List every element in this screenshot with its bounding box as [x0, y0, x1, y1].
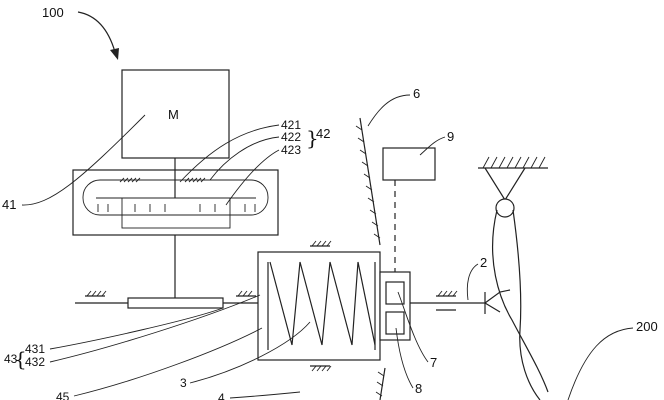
brace-42: } [306, 126, 319, 150]
sensor-block-upper [385, 281, 405, 305]
shaft-coupling [127, 297, 224, 309]
leader-41 [21, 114, 146, 206]
sensor-block-lower [385, 311, 405, 335]
leader-432 [49, 294, 261, 363]
leader-2 [466, 263, 479, 301]
leader-423 [225, 149, 280, 206]
sensor-box-9 [382, 147, 436, 181]
label-8: 8 [415, 381, 422, 396]
leader-200 [567, 327, 634, 400]
label-7: 7 [430, 355, 437, 370]
arrow-100-head [110, 48, 119, 60]
leader-8 [395, 327, 414, 389]
label-421: 421 [281, 118, 301, 132]
brace-43: { [14, 347, 27, 371]
gear-inner-box [121, 197, 231, 229]
leader-421 [179, 124, 280, 183]
label-4: 4 [218, 391, 225, 400]
label-100: 100 [42, 5, 64, 20]
cable-bearing [436, 290, 458, 311]
housing-bearing-bottom [310, 365, 332, 372]
leader-9 [419, 136, 446, 156]
leader-4 [229, 391, 301, 399]
label-2: 2 [480, 255, 487, 270]
label-42: 42 [316, 126, 330, 141]
motor-box [121, 69, 230, 159]
spring-housing [257, 251, 381, 361]
label-3: 3 [180, 376, 187, 390]
cable-200-left [491, 209, 549, 393]
leader-6 [367, 94, 411, 127]
plate-lower [375, 367, 386, 400]
pulley-wheel [495, 198, 515, 218]
label-432: 432 [25, 355, 45, 369]
cable-fork-lower [484, 302, 501, 313]
leader-422 [209, 136, 280, 181]
cable-200-right [512, 209, 541, 400]
motor-symbol: M [168, 107, 179, 122]
label-6: 6 [413, 86, 420, 101]
label-9: 9 [447, 129, 454, 144]
leader-45 [73, 327, 263, 397]
label-45: 45 [56, 390, 70, 400]
leader-3 [189, 321, 311, 384]
housing-bearing-top [310, 240, 332, 247]
pulley-support [478, 156, 548, 202]
label-200: 200 [636, 319, 658, 334]
arrow-100 [77, 11, 116, 53]
label-41: 41 [2, 197, 16, 212]
leader-431 [49, 307, 224, 350]
label-431: 431 [25, 342, 45, 356]
gear-teeth-upper [119, 177, 206, 183]
leader-7 [397, 291, 429, 363]
label-423: 423 [281, 143, 301, 157]
cable-fork-upper [484, 289, 511, 304]
bearing-right-shaft [236, 290, 256, 297]
spring-coil [269, 261, 376, 346]
bearing-left [85, 290, 107, 297]
label-43: 43 [4, 352, 18, 366]
gear-teeth-lower [97, 204, 256, 212]
plate-6 [355, 117, 381, 246]
label-422: 422 [281, 130, 301, 144]
